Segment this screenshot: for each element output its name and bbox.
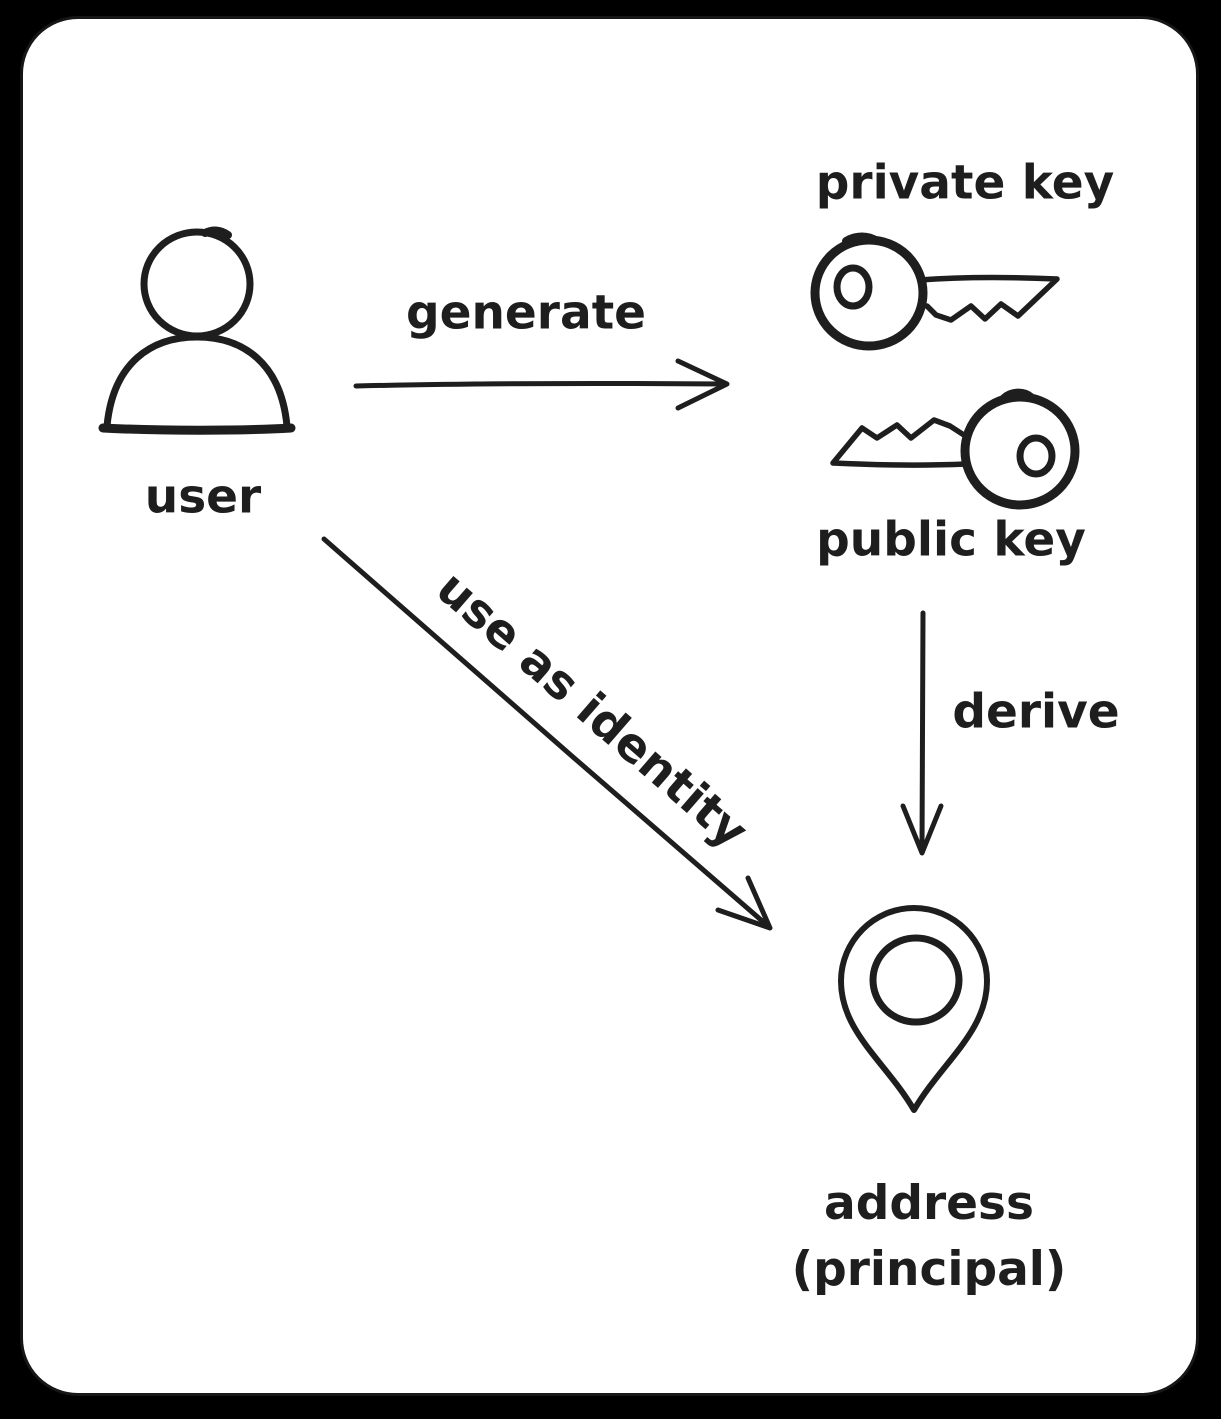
address-label: address (principal) [792,1171,1067,1303]
public-key-label: public key [816,512,1086,568]
address-label-line2: (principal) [791,1242,1067,1297]
generate-edge-label: generate [405,285,647,341]
public-key-icon [830,388,1080,510]
derive-arrow [900,610,944,856]
use-as-identity-arrow [321,536,773,931]
private-key-icon [810,232,1060,351]
person-icon [98,226,296,435]
user-label: user [144,469,262,525]
generate-arrow [353,358,730,411]
address-label-line1: address [823,1176,1035,1231]
derive-edge-label: derive [952,684,1120,740]
location-pin-icon [838,905,990,1113]
private-key-label: private key [815,155,1115,211]
diagram-card [20,16,1199,1396]
